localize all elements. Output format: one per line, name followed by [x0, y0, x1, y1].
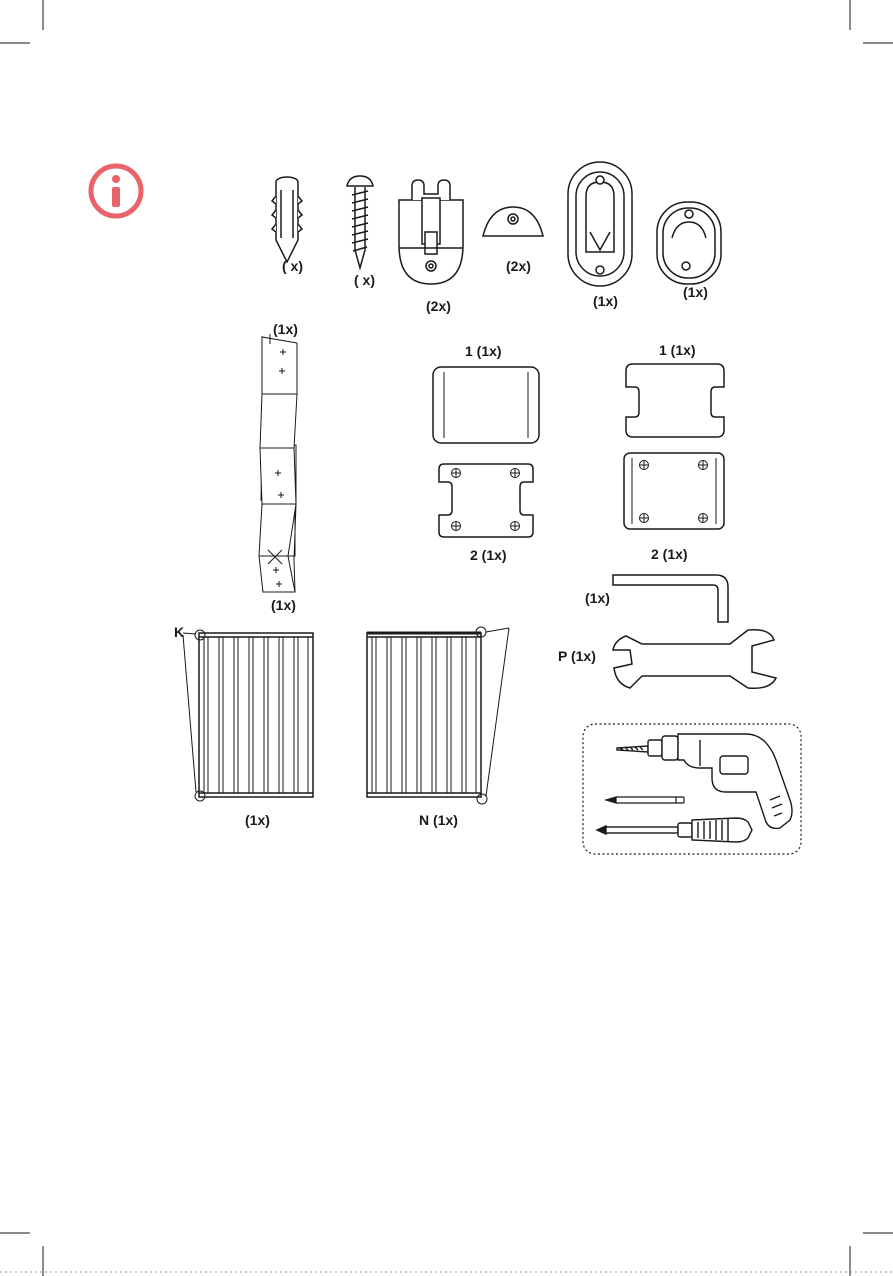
hex-key-quantity: (1x) [585, 590, 610, 606]
gate-panel-left-icon [183, 630, 313, 801]
latch-plate-quantity: (1x) [593, 293, 618, 309]
wrench-icon [613, 630, 776, 689]
pad-1-right-label: 1 (1x) [659, 342, 696, 358]
pad-1-left-label: 1 (1x) [465, 343, 502, 359]
wrench-label: P (1x) [558, 648, 596, 664]
pad-2-left-label: 2 (1x) [470, 547, 507, 563]
gate-panel-right-icon [367, 627, 509, 804]
folded-wall-strip-icon [259, 334, 297, 592]
screw-quantity: ( x) [354, 272, 375, 288]
latch-plate-icon [568, 162, 632, 286]
end-cap-icon [483, 207, 543, 236]
pad-1-left-icon [433, 367, 539, 443]
pad-2-right-label: 2 (1x) [651, 546, 688, 562]
end-cap-quantity: (2x) [506, 258, 531, 274]
gate-right-label: N (1x) [419, 812, 458, 828]
wall-strip-bottom-quantity: (1x) [271, 597, 296, 613]
wall-plug-icon [272, 177, 302, 262]
pad-1-right-icon [626, 364, 724, 437]
pad-2-right-icon [624, 453, 724, 529]
pencil-icon [606, 797, 684, 803]
catch-plate-quantity: (1x) [683, 284, 708, 300]
wall-mount-quantity: (2x) [426, 298, 451, 314]
screwdriver-icon [597, 818, 752, 842]
screw-icon [347, 176, 373, 268]
required-tools-box [583, 724, 801, 854]
wall-mount-bracket-icon [399, 180, 463, 284]
gate-left-quantity: (1x) [245, 812, 270, 828]
hex-key-icon [613, 575, 728, 622]
gate-left-marker: K [174, 624, 184, 640]
wall-strip-top-quantity: (1x) [273, 321, 298, 337]
catch-plate-icon [657, 202, 721, 284]
drill-icon [617, 734, 792, 828]
info-icon [88, 163, 144, 219]
wall-plug-quantity: ( x) [282, 258, 303, 274]
pad-2-left-icon [439, 464, 533, 537]
